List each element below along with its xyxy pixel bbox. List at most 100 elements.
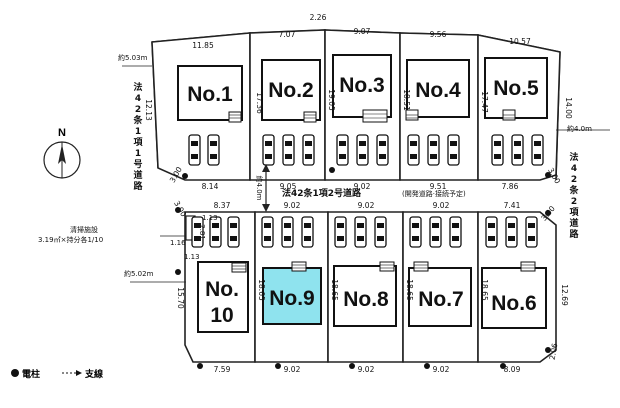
dim-right-side-top: 14.00 bbox=[564, 97, 573, 119]
lot-label-8: No.8 bbox=[343, 288, 389, 311]
dim-right-side-bottom: 12.69 bbox=[560, 284, 569, 306]
road-label-char: 項 bbox=[569, 207, 579, 218]
parking-car bbox=[334, 216, 347, 248]
parking-car bbox=[302, 134, 315, 166]
north-label: N bbox=[58, 127, 66, 139]
dim-lot10-front: 8.37 bbox=[214, 201, 231, 210]
house-10 bbox=[197, 261, 249, 333]
dim-fac-4: 1.13 bbox=[184, 253, 200, 261]
parking-car bbox=[427, 134, 440, 166]
dim-lot9-back: 9.02 bbox=[284, 365, 301, 374]
parking-car bbox=[525, 216, 538, 248]
parking-car bbox=[209, 216, 222, 248]
parking-car bbox=[282, 134, 295, 166]
parking-car bbox=[447, 134, 460, 166]
house-6 bbox=[481, 267, 547, 329]
utility-pole-marks bbox=[175, 167, 551, 369]
lot-label-6: No.6 bbox=[491, 292, 537, 315]
dim-lot3-back: 9.07 bbox=[354, 27, 371, 36]
dim-lot2-front: 9.05 bbox=[280, 182, 297, 191]
road-label-char: 路 bbox=[569, 228, 579, 240]
center-road-width: 約4.0m bbox=[255, 176, 264, 201]
parking-car bbox=[261, 216, 274, 248]
parking-car bbox=[227, 216, 240, 248]
parking-car bbox=[356, 134, 369, 166]
legend: 電柱 支線 bbox=[11, 368, 103, 380]
dim-lot3-side: 19.05 bbox=[327, 89, 336, 111]
parking-car bbox=[407, 134, 420, 166]
dim-lot4-front: 9.51 bbox=[430, 182, 447, 191]
road-label-char: 4 bbox=[571, 164, 577, 174]
right-road-width: 約4.0m bbox=[567, 124, 592, 133]
dim-lot5-back: 10.57 bbox=[509, 37, 531, 46]
facility-detail: 3.19㎡×持分各1/10 bbox=[38, 235, 103, 244]
road-label-char: 1 bbox=[135, 127, 141, 137]
road-label-char: 条 bbox=[132, 114, 143, 126]
dim-top-small: 2.26 bbox=[310, 13, 327, 22]
dim-lot5-front: 7.86 bbox=[502, 182, 519, 191]
road-label-char: 道 bbox=[133, 169, 142, 181]
road-label-char: 2 bbox=[571, 197, 577, 207]
parking-car bbox=[485, 216, 498, 248]
dim-lot9-front: 9.02 bbox=[284, 201, 301, 210]
dim-lot5-side: 17.47 bbox=[480, 91, 489, 113]
road-label-char: 路 bbox=[133, 180, 143, 192]
lot-label-4: No.4 bbox=[415, 79, 461, 102]
dim-lot6-back: 8.09 bbox=[504, 365, 521, 374]
dim-bottom-corner: 2.06 bbox=[548, 342, 560, 360]
road-label-char: 2 bbox=[571, 175, 577, 185]
house-1 bbox=[177, 65, 243, 121]
parking-car bbox=[207, 134, 220, 166]
road-label-char: 2 bbox=[135, 105, 141, 115]
dim-lot1-back: 11.85 bbox=[192, 41, 214, 50]
north-arrow bbox=[43, 141, 81, 179]
lot-label-2: No.2 bbox=[268, 79, 314, 102]
road-lower-left-width: 約5.02m bbox=[124, 269, 154, 278]
road-top-left-width: 約5.03m bbox=[118, 53, 148, 62]
dim-lot6-front: 7.41 bbox=[504, 201, 521, 210]
road-label-char: 法 bbox=[569, 151, 578, 163]
legend-branch: 支線 bbox=[84, 368, 103, 380]
road-label-char: 条 bbox=[568, 184, 579, 196]
road-label-char: 1 bbox=[135, 149, 141, 159]
road-label-char: 道 bbox=[569, 217, 578, 229]
dim-lot10-back: 7.59 bbox=[214, 365, 231, 374]
lot-label-10-line2: 10 bbox=[210, 304, 233, 327]
lot-label-10-line1: No. bbox=[205, 278, 239, 301]
lot-label-7: No.7 bbox=[418, 288, 464, 311]
parking-car bbox=[531, 134, 544, 166]
lot-label-3: No.3 bbox=[339, 74, 385, 97]
dim-left-side-top: 12.13 bbox=[144, 99, 153, 121]
parking-car bbox=[376, 134, 389, 166]
parking-car bbox=[429, 216, 442, 248]
dim-lot7-back: 9.02 bbox=[433, 365, 450, 374]
center-road-label: 法42条1項2号道路 bbox=[282, 187, 362, 199]
parking-car bbox=[374, 216, 387, 248]
parking-car bbox=[301, 216, 314, 248]
road-label-char: 4 bbox=[135, 94, 141, 104]
parking-car bbox=[491, 134, 504, 166]
center-road-note: (開発道路·接続予定) bbox=[402, 189, 466, 198]
dim-lot1-front: 8.14 bbox=[202, 182, 219, 191]
dim-left-side-bottom: 15.70 bbox=[176, 287, 185, 309]
dim-lot9-side: 18.65 bbox=[257, 279, 266, 301]
road-label-char: 法 bbox=[133, 81, 142, 93]
road-label-char: 号 bbox=[133, 159, 142, 170]
house-5 bbox=[484, 57, 548, 119]
parking-car bbox=[511, 134, 524, 166]
dim-fac-3: 1.16 bbox=[170, 239, 186, 247]
dim-lot8-back: 9.02 bbox=[358, 365, 375, 374]
dim-lot4-side: 18.51 bbox=[402, 89, 411, 111]
parking-car bbox=[262, 134, 275, 166]
parking-cars bbox=[188, 134, 544, 248]
lot-label-1: No.1 bbox=[187, 83, 233, 106]
dim-lot8-side: 18.65 bbox=[330, 279, 339, 301]
legend-pole: 電柱 bbox=[22, 368, 40, 380]
parking-car bbox=[336, 134, 349, 166]
parking-car bbox=[409, 216, 422, 248]
house-2 bbox=[261, 59, 321, 121]
facility-name: 清掃施設 bbox=[70, 225, 98, 234]
